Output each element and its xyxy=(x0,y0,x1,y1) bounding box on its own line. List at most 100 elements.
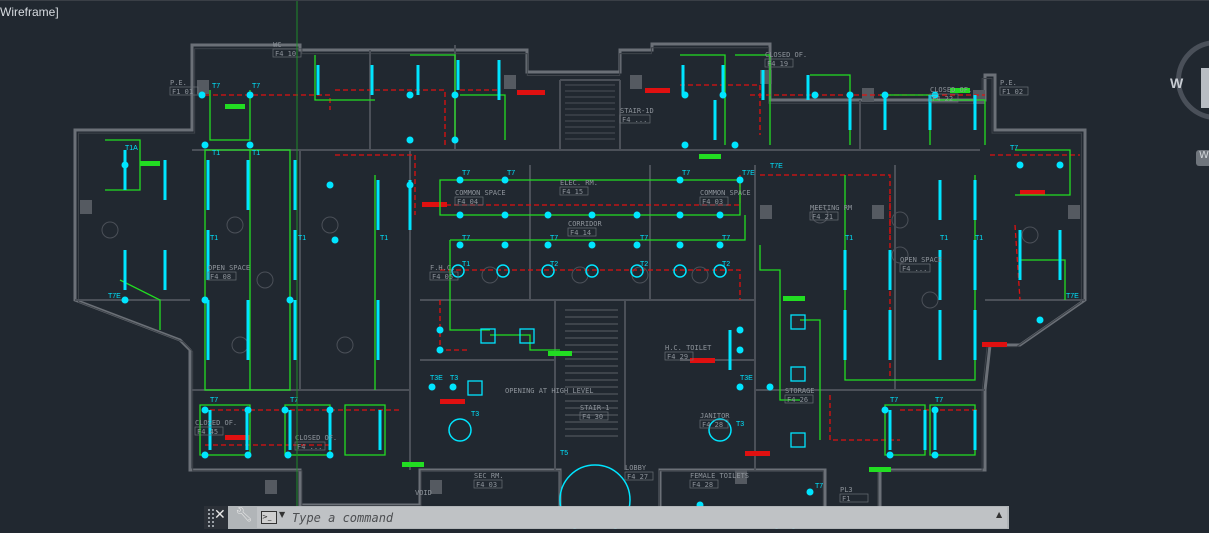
downlight-fixture xyxy=(406,91,414,99)
chair-symbol xyxy=(691,266,709,284)
command-line-drag-handle[interactable] xyxy=(204,506,228,529)
structural-column xyxy=(504,75,516,89)
fixture-type-label: T7 xyxy=(640,235,648,242)
downlight-fixture xyxy=(501,211,509,219)
chair-symbol xyxy=(921,291,939,309)
room-tag-label: F4 03 xyxy=(476,481,497,489)
room-tag-box xyxy=(567,227,597,237)
downlight-fixture xyxy=(406,181,414,189)
emergency-panel xyxy=(517,90,545,95)
room-tag-label: F4 ... xyxy=(902,265,927,273)
downlight-fixture xyxy=(1016,161,1024,169)
room-tag-label: F4 ... xyxy=(297,443,322,451)
downlight-fixture xyxy=(451,136,459,144)
room-tag-label: F4 19 xyxy=(767,60,788,68)
room-tag-box xyxy=(169,86,199,96)
fixture-type-label: T1 xyxy=(210,235,218,242)
close-icon[interactable]: ✕ xyxy=(214,507,226,523)
room-tag-box xyxy=(764,58,794,68)
fixture-type-label: T7E xyxy=(742,170,755,177)
viewcube-west-label[interactable]: W xyxy=(1170,75,1184,91)
fixture-t2 xyxy=(673,264,687,278)
downlight-fixture xyxy=(286,296,294,304)
building-inner-wall xyxy=(77,47,1082,511)
structural-column xyxy=(872,205,884,219)
lighting-circuit-line xyxy=(449,240,490,331)
downlight-fixture xyxy=(1036,316,1044,324)
viewport-visual-style-label[interactable]: Wireframe] xyxy=(0,5,59,19)
room-tag-box xyxy=(839,493,869,503)
fixture-t2 xyxy=(630,264,644,278)
room-tag-label: F4 04 xyxy=(457,198,478,206)
emergency-circuit-line xyxy=(680,84,761,135)
fixture-t2 xyxy=(496,264,510,278)
downlight-fixture xyxy=(201,451,209,459)
downlight-fixture xyxy=(811,91,819,99)
room-name-label: CORRIDOR xyxy=(568,220,603,228)
downlight-fixture xyxy=(456,176,464,184)
fixture-type-label: T3 xyxy=(471,411,479,418)
fixture-type-label: T3E xyxy=(740,375,753,382)
lighting-circuit-line xyxy=(450,215,746,241)
room-name-label: CLOSED OF. xyxy=(195,419,237,427)
room-tag-label: F1 xyxy=(842,495,850,503)
room-name-label: STAIR-1 xyxy=(580,404,610,412)
lighting-circuit-line xyxy=(1020,259,1066,300)
downlight-fixture xyxy=(244,406,252,414)
chair-symbol xyxy=(891,246,909,264)
recent-commands-dropdown-icon[interactable]: ▼ xyxy=(279,510,286,519)
downlight-fixture xyxy=(716,211,724,219)
fixture-type-label: T2 xyxy=(640,261,648,268)
fixture-t2 xyxy=(585,264,599,278)
room-tag-label: F4 28 xyxy=(702,421,723,429)
fixture-type-label: T2 xyxy=(722,261,730,268)
fixture-type-label: T5 xyxy=(560,450,568,457)
viewcube-face[interactable] xyxy=(1201,68,1209,108)
structural-column xyxy=(630,75,642,89)
downlight-fixture xyxy=(436,326,444,334)
chair-symbol xyxy=(891,211,909,229)
lighting-panel xyxy=(140,161,160,166)
downlight-fixture xyxy=(931,406,939,414)
command-prompt-icon[interactable]: >_ xyxy=(261,511,277,524)
wrench-icon[interactable]: 🔧︎ xyxy=(235,507,253,523)
emergency-circuit-line xyxy=(335,154,416,215)
room-tag-label: F4 ... xyxy=(622,116,647,124)
room-tag-label: F4 28 xyxy=(692,481,713,489)
chevron-up-icon[interactable]: ▲ xyxy=(996,510,1003,519)
lighting-panel xyxy=(402,462,424,467)
structural-column xyxy=(1068,205,1080,219)
wcs-menu-button[interactable]: W xyxy=(1196,150,1209,166)
fixture-type-label: T7E xyxy=(770,163,783,170)
downlight-fixture xyxy=(198,91,206,99)
fixture-type-label: T1 xyxy=(975,235,983,242)
room-tag-box xyxy=(272,48,302,58)
emergency-panel xyxy=(645,88,670,93)
emergency-circuit-line xyxy=(829,395,900,441)
architecture-layer xyxy=(73,42,1087,512)
fixture-type-label: T7E xyxy=(108,293,121,300)
room-tag-label: F4 27 xyxy=(627,473,648,481)
fixture-type-label: T7 xyxy=(550,235,558,242)
chair-symbol xyxy=(1021,226,1039,244)
downlight-fixture xyxy=(736,176,744,184)
room-name-label: P.E. xyxy=(1000,79,1017,87)
fixture-t2 xyxy=(713,264,727,278)
fixture-type-label: T1 xyxy=(252,150,260,157)
fixture-type-label: T7 xyxy=(722,235,730,242)
fixture-t2 xyxy=(541,264,555,278)
lighting-panel xyxy=(548,351,572,356)
command-input[interactable] xyxy=(292,508,982,527)
emergency-circuit-line xyxy=(335,89,446,145)
fixture-type-label: T7 xyxy=(290,397,298,404)
emergency-circuit-line xyxy=(440,269,741,300)
downlight-fixture xyxy=(281,406,289,414)
room-name-label: MEETING RM xyxy=(810,204,852,212)
downlight-fixture xyxy=(121,161,129,169)
lighting-circuit-line xyxy=(680,54,726,145)
fixture-type-label: T3 xyxy=(450,375,458,382)
room-name-label: OPEN SPACE xyxy=(208,264,250,272)
